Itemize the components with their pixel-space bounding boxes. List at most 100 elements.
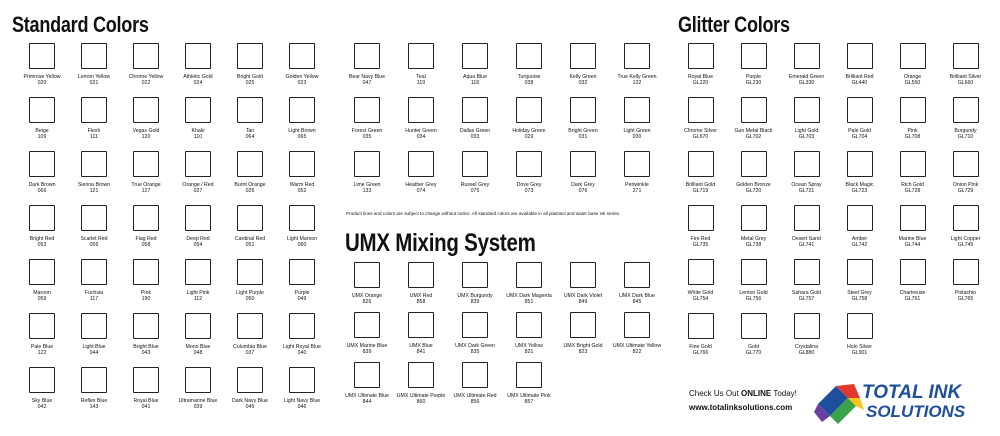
color-name: Light Navy Blue <box>283 398 321 404</box>
color-code: 117 <box>89 296 99 303</box>
color-swatch-box <box>29 259 55 285</box>
color-swatch-box <box>793 313 820 339</box>
color-code: 056 <box>89 242 99 249</box>
color-name: UMX Ultimate Purple <box>396 393 446 399</box>
color-name: Burnt Orange <box>234 182 266 188</box>
color-swatch-box <box>740 97 767 123</box>
color-name: Bright Blue <box>133 344 159 350</box>
color-swatch-box <box>29 367 55 393</box>
color-name: Sienna Brown <box>77 182 111 188</box>
color-code: 060 <box>297 242 307 249</box>
disclaimer-note: Product lines and colors are subject to … <box>346 211 621 216</box>
color-name: Aqua Blue <box>463 74 487 80</box>
color-swatch-box <box>289 151 315 177</box>
color-code: 044 <box>89 350 99 357</box>
color-code: 021 <box>89 80 99 87</box>
color-name: Fuchsia <box>84 290 104 296</box>
color-name: Lemon Gold <box>739 290 768 296</box>
standard-colors-title: Standard Colors <box>12 12 149 37</box>
color-code: 823 <box>578 349 588 356</box>
color-code: GL719 <box>692 188 709 195</box>
color-name: Dark Grey <box>571 182 595 188</box>
color-swatch-box <box>687 259 714 285</box>
color-swatch-box <box>570 43 596 69</box>
color-name: Fine Gold <box>689 344 712 350</box>
color-code: 050 <box>245 296 255 303</box>
color-name: Pistachio <box>954 290 977 296</box>
color-name: Dallas Green <box>459 128 491 134</box>
color-code: 033 <box>470 134 480 141</box>
color-name: Rich Gold <box>901 182 924 188</box>
color-name: Periwinkle <box>625 182 649 188</box>
color-code: GL880 <box>798 350 815 357</box>
color-swatch-box <box>81 313 107 339</box>
color-swatch-box <box>289 97 315 123</box>
color-code: 054 <box>193 242 203 249</box>
color-code: 845 <box>632 299 642 306</box>
color-swatch-box <box>185 43 211 69</box>
color-swatch-box <box>740 43 767 69</box>
color-swatch-box <box>952 97 979 123</box>
color-name: UMX Dark Violet <box>563 293 603 299</box>
color-code: 025 <box>245 80 255 87</box>
color-code: 133 <box>362 188 372 195</box>
color-code: 034 <box>416 134 426 141</box>
color-name: UMX Dark Green <box>455 343 495 349</box>
color-name: Bright Red <box>29 236 55 242</box>
website-link[interactable]: www.totalinksolutions.com <box>689 403 793 412</box>
color-swatch-box <box>237 313 263 339</box>
color-name: Amber <box>851 236 868 242</box>
color-code: 857 <box>524 399 534 406</box>
color-code: 026 <box>245 188 255 195</box>
color-code: GL230 <box>745 80 762 87</box>
color-code: GL708 <box>904 134 921 141</box>
color-swatch-box <box>687 151 714 177</box>
color-name: Light Gold <box>794 128 819 134</box>
color-name: Columbia Blue <box>233 344 267 350</box>
color-name: Heather Grey <box>405 182 437 188</box>
color-code: GL670 <box>692 134 709 141</box>
color-swatch-box <box>687 313 714 339</box>
color-swatch-box <box>133 97 159 123</box>
color-swatch-box <box>29 313 55 339</box>
color-swatch-box <box>133 367 159 393</box>
color-code: 041 <box>141 404 151 411</box>
color-code: 122 <box>37 350 47 357</box>
color-code: 048 <box>193 350 203 357</box>
color-code: 035 <box>362 134 372 141</box>
color-name: Light Copper <box>950 236 981 242</box>
color-code: GL761 <box>904 296 921 303</box>
color-code: 143 <box>89 404 99 411</box>
color-swatch-box <box>237 97 263 123</box>
color-swatch-box <box>846 313 873 339</box>
color-swatch-box <box>462 312 488 338</box>
color-swatch-box <box>81 205 107 231</box>
color-swatch-box <box>185 259 211 285</box>
